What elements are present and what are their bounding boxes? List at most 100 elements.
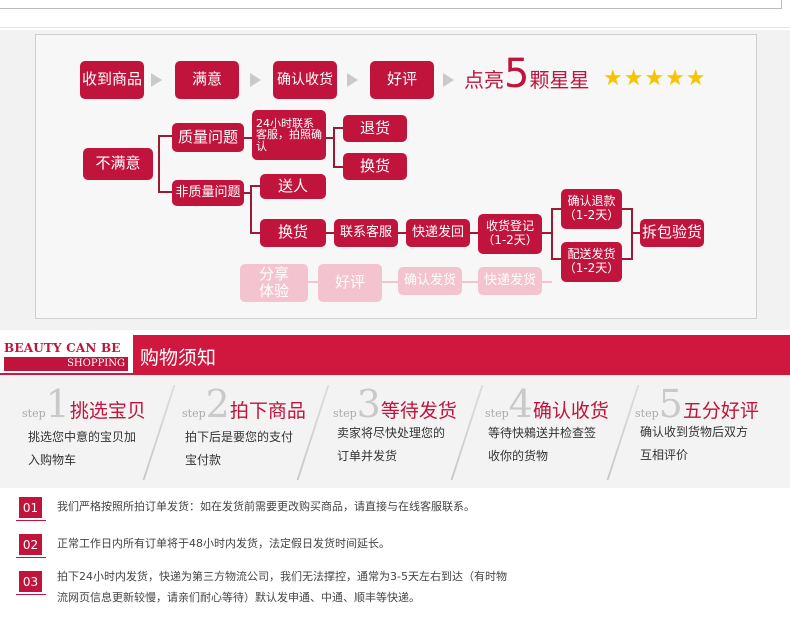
step-title: 等待发货 [380,400,457,422]
flow-exchange-2: 换货 [260,219,326,247]
step-title: 确认收货 [532,400,609,422]
step-3-desc: 卖家将尽快处理您的 订单并发货 [337,422,445,468]
confirm-refund-days: （1-2天） [563,208,620,222]
step-desc-line: 卖家将尽快处理您的 [337,426,446,440]
step-word: step [182,407,206,420]
rating-number: 5 [504,51,530,97]
step-title: 拍下商品 [229,400,306,422]
flow-ship-out: 配送发货 （1-2天） [561,242,622,282]
branch-line [542,232,552,234]
pale-line [462,281,478,283]
brand-line-1: BEAUTY CAN BE [4,341,121,355]
notice-underline [16,594,46,595]
step-title: 挑选宝贝 [69,400,146,422]
step-number: 4 [508,382,533,426]
step-number: 2 [205,382,230,426]
rating-suffix: 颗星星 [529,68,590,92]
arrow-right-icon [347,73,358,87]
ship-out-label: 配送发货 [567,247,616,262]
brand-line-2: SHOPPING [4,357,128,371]
notice-number: 03 [19,571,42,592]
shopping-notice-title: 购物须知 [140,347,217,369]
notice-underline [16,557,46,558]
branch-line [622,208,632,210]
arrow-right-icon [250,73,261,87]
branch-line [470,232,478,234]
flow-express-ship: 快递发货 [478,267,542,295]
arrow-right-icon [151,73,162,87]
flow-express-back: 快递发回 [406,219,470,247]
ship-out-days: （1-2天） [563,261,620,275]
flow-receive-register: 收货登记 （1-2天） [478,214,542,254]
branch-line [250,185,252,234]
step-desc-line: 确认收到货物后双方 [640,425,749,439]
branch-line [326,137,334,139]
flow-return: 退货 [343,115,407,142]
flow-non-quality-issue: 非质量问题 [172,180,244,206]
step-1: step1挑选宝贝 [22,385,146,423]
branch-line [551,208,553,260]
flow-received-goods: 收到商品 [80,61,144,99]
flow-good-review-2: 好评 [318,264,382,302]
branch-line [250,232,260,234]
flow-confirm-receipt: 确认收货 [273,61,337,99]
step-word: step [333,407,357,420]
flow-gift: 送人 [260,174,326,199]
branch-line [551,208,561,210]
top-divider [0,27,790,28]
step-2: step2拍下商品 [182,385,306,423]
step-5: step5五分好评 [635,385,759,423]
step-5-desc: 确认收到货物后双方 互相评价 [640,421,748,467]
flow-unpack-check: 拆包验货 [640,219,704,247]
branch-line [622,258,632,260]
flow-share-experience: 分享体验 [240,264,308,302]
five-stars-icon: ★★★★★ [603,66,707,91]
step-3: step3等待发货 [333,385,457,423]
pale-line [308,281,318,283]
step-word: step [635,407,659,420]
step-desc-line: 挑选您中意的宝贝加 [28,430,137,444]
flow-contact-service: 联系客服 [334,219,398,247]
confirm-refund-label: 确认退款 [567,194,616,209]
step-desc-line: 宝付款 [185,453,222,467]
pale-line [382,281,398,283]
notice-text-line: 流网页信息更新较慢，请亲们耐心等待）默认发申通、中通、顺丰等快递。 [57,591,420,604]
top-frame-edge [0,0,782,9]
flow-contact-note: 24小时联系客服，拍照确认 [252,110,326,160]
notice-text: 正常工作日内所有订单将于48小时内发货，法定假日发货时间延长。 [57,537,390,550]
branch-line [244,192,252,194]
branch-line [631,208,633,260]
notice-underline [16,520,46,521]
step-desc-line: 等待快鶆送并检查签 [488,426,597,440]
step-2-desc: 拍下后是要您的支付 宝付款 [185,426,293,472]
banner-red-bar [133,335,790,375]
step-desc-line: 收你的货物 [488,449,549,463]
flow-confirm-ship: 确认发货 [398,267,462,295]
receive-register-days: （1-2天） [482,233,538,247]
light-stars-text: 点亮5颗星星 [464,54,589,94]
step-word: step [22,407,46,420]
receive-register-label: 收货登记 [485,219,534,234]
step-title: 五分好评 [682,400,759,422]
branch-line [333,166,343,168]
branch-line [398,232,406,234]
step-desc-line: 订单并发货 [337,449,398,463]
steps-background [0,375,790,488]
branch-line [250,185,260,187]
notice-text: 拍下24小时内发货，快递为第三方物流公司，我们无法撑控，通常为3-5天左右到达（… [57,566,507,608]
arrow-right-icon [443,73,454,87]
branch-line [244,137,252,139]
branch-line [326,232,334,234]
flow-exchange: 换货 [343,153,407,180]
flow-satisfied: 满意 [175,61,239,99]
rating-prefix: 点亮 [464,68,504,92]
step-1-desc: 挑选您中意的宝贝加 入购物车 [28,426,136,472]
step-4: step4确认收货 [485,385,609,423]
branch-line [333,127,335,167]
branch-line [333,127,343,129]
top-strip [0,0,790,30]
flow-confirm-refund: 确认退款 （1-2天） [561,189,622,229]
step-4-desc: 等待快鶆送并检查签 收你的货物 [488,422,596,468]
branch-line [551,258,561,260]
step-desc-line: 互相评价 [640,448,689,462]
